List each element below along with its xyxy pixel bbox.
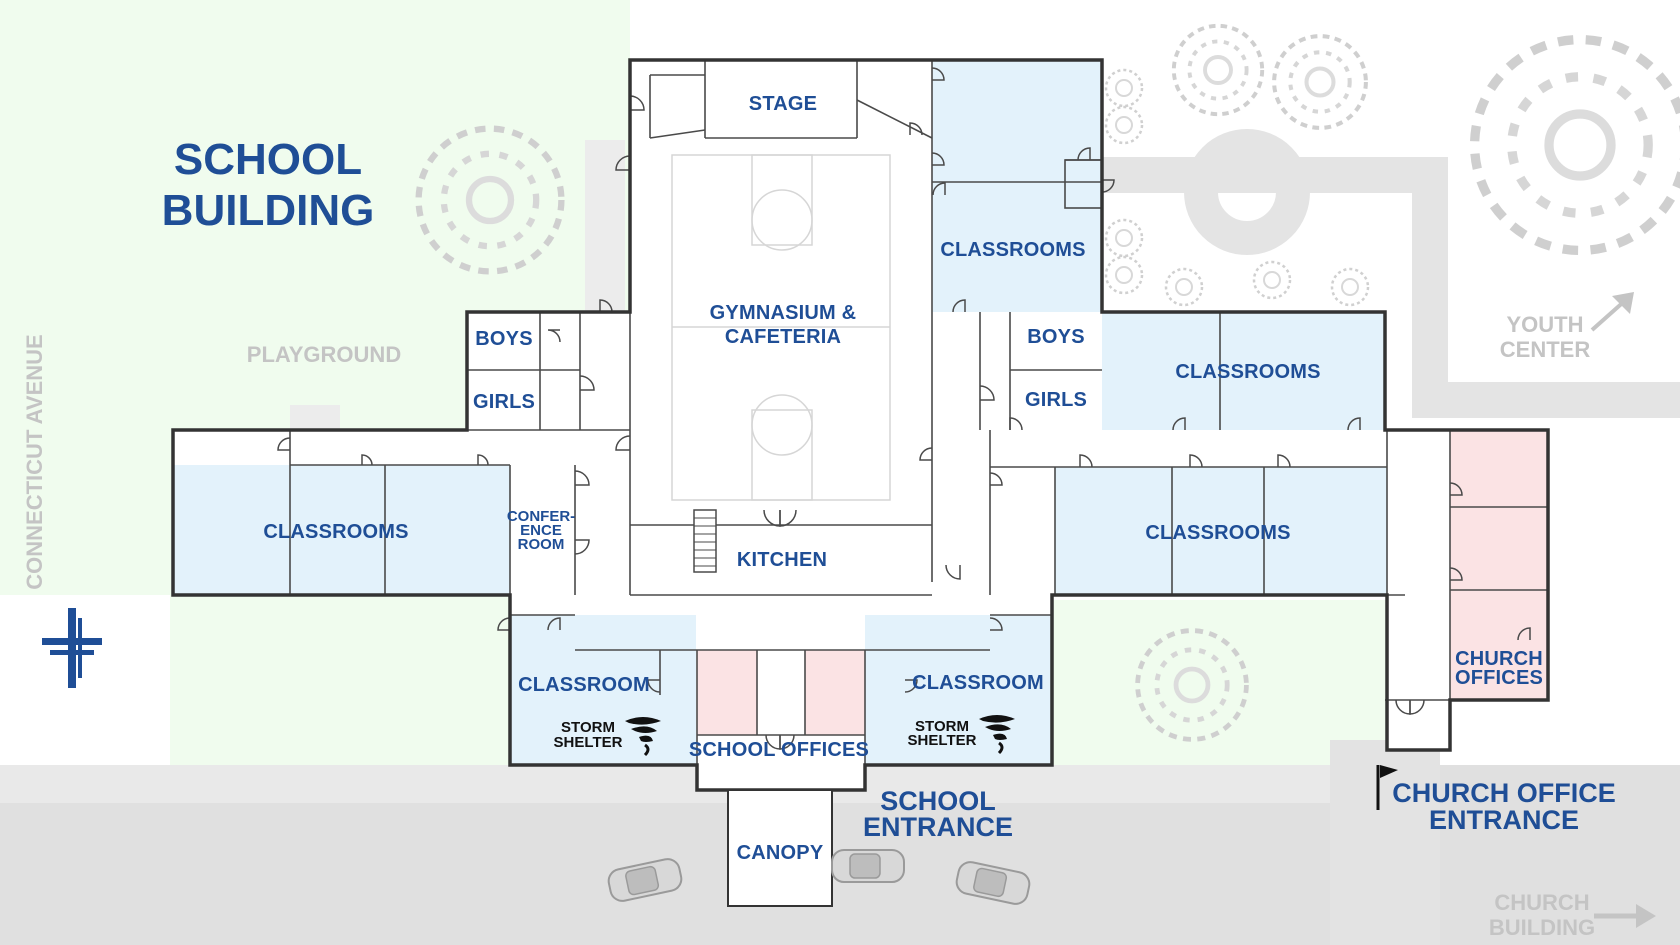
label-storm-shelter-e-line2: SHELTER (908, 732, 977, 749)
shrub-icon (1164, 267, 1204, 307)
map-title: SCHOOL BUILDING (162, 135, 375, 235)
label-school-offices: SCHOOL OFFICES (689, 739, 869, 761)
tree-icon (1171, 23, 1265, 117)
room-church-offices (1450, 430, 1548, 700)
label-classrooms-west: CLASSROOMS (263, 521, 408, 543)
label-youth-center-line2: CENTER (1500, 337, 1591, 362)
label-kitchen: KITCHEN (737, 549, 827, 571)
roundabout (1184, 129, 1310, 255)
label-playground: PLAYGROUND (247, 342, 401, 367)
arrow-icon (1590, 292, 1634, 332)
roundabout-drive (1100, 157, 1680, 418)
room-classrooms-east-upper (1102, 312, 1385, 430)
label-storm-shelter-w-line2: SHELTER (554, 734, 623, 751)
label-school-entrance-line2: ENTRANCE (863, 812, 1013, 842)
label-classroom-sw: CLASSROOM (518, 674, 650, 696)
door-swings (277, 67, 1531, 750)
label-boys-east: BOYS (1027, 326, 1084, 348)
label-conference-line1: CONFER- (507, 508, 575, 525)
lawn-southwest (170, 595, 510, 765)
label-church-office-entrance-line2: ENTRANCE (1429, 805, 1579, 835)
shrub-icon (1330, 267, 1370, 307)
label-girls-east: GIRLS (1025, 389, 1087, 411)
map-title-line2: BUILDING (162, 186, 375, 235)
building-footprint (171, 58, 1550, 792)
label-church-offices-line1: CHURCH (1455, 648, 1543, 670)
label-gym-line1: GYMNASIUM & (710, 302, 857, 324)
label-classrooms-ne: CLASSROOMS (940, 239, 1085, 261)
canopy (727, 789, 833, 907)
lawn-southeast (1050, 600, 1390, 765)
shrub-icon (1104, 68, 1144, 108)
cross-logo-icon (42, 608, 102, 688)
car-icon (831, 849, 905, 883)
room-office-pink-e (805, 650, 865, 735)
tornado-icon (625, 717, 661, 757)
basketball-court (671, 154, 891, 501)
label-girls-west: GIRLS (473, 391, 535, 413)
label-classroom-se: CLASSROOM (912, 672, 1044, 694)
shrub-icon (1252, 260, 1292, 300)
kitchen-stairs (693, 509, 717, 573)
room-office-pink-w (697, 650, 757, 735)
building-outline (173, 60, 1548, 790)
tree-icon (1475, 40, 1680, 251)
label-storm-shelter-w-line1: STORM (561, 719, 615, 736)
label-boys-west: BOYS (475, 328, 532, 350)
label-classrooms-east-lower: CLASSROOMS (1145, 522, 1290, 544)
label-church-building-line1: CHURCH (1494, 890, 1589, 915)
label-classrooms-east-upper: CLASSROOMS (1175, 361, 1320, 383)
shrub-icon (1104, 105, 1144, 145)
flag-icon (1376, 765, 1398, 810)
label-storm-shelter-e-line1: STORM (915, 718, 969, 735)
map-title-line1: SCHOOL (174, 135, 362, 184)
label-conference-line2: ENCE (520, 522, 562, 539)
arrow-icon (1594, 904, 1656, 928)
tree-icon (1274, 36, 1366, 128)
label-youth-center-line1: YOUTH (1507, 312, 1584, 337)
room-classroom-sw (510, 615, 696, 765)
room-classrooms-ne (932, 60, 1102, 312)
tornado-icon (979, 715, 1015, 755)
room-classrooms-east-lower (1055, 467, 1387, 595)
label-church-office-entrance-line1: CHURCH OFFICE (1392, 778, 1616, 808)
label-church-building-line2: BUILDING (1489, 915, 1595, 940)
label-stage: STAGE (749, 93, 817, 115)
shrub-icon (1104, 255, 1144, 295)
room-classroom-se (865, 615, 1052, 765)
shrub-icon (1104, 218, 1144, 258)
label-canopy: CANOPY (737, 842, 824, 864)
label-conference-line3: ROOM (518, 536, 565, 553)
label-gym-line2: CAFETERIA (725, 326, 841, 348)
label-church-offices-line2: OFFICES (1455, 667, 1543, 689)
building-walls (171, 58, 1550, 792)
room-classrooms-west (173, 465, 510, 595)
label-school-entrance-line1: SCHOOL (880, 786, 996, 816)
label-connecticut-avenue: CONNECTICUT AVENUE (22, 334, 47, 589)
